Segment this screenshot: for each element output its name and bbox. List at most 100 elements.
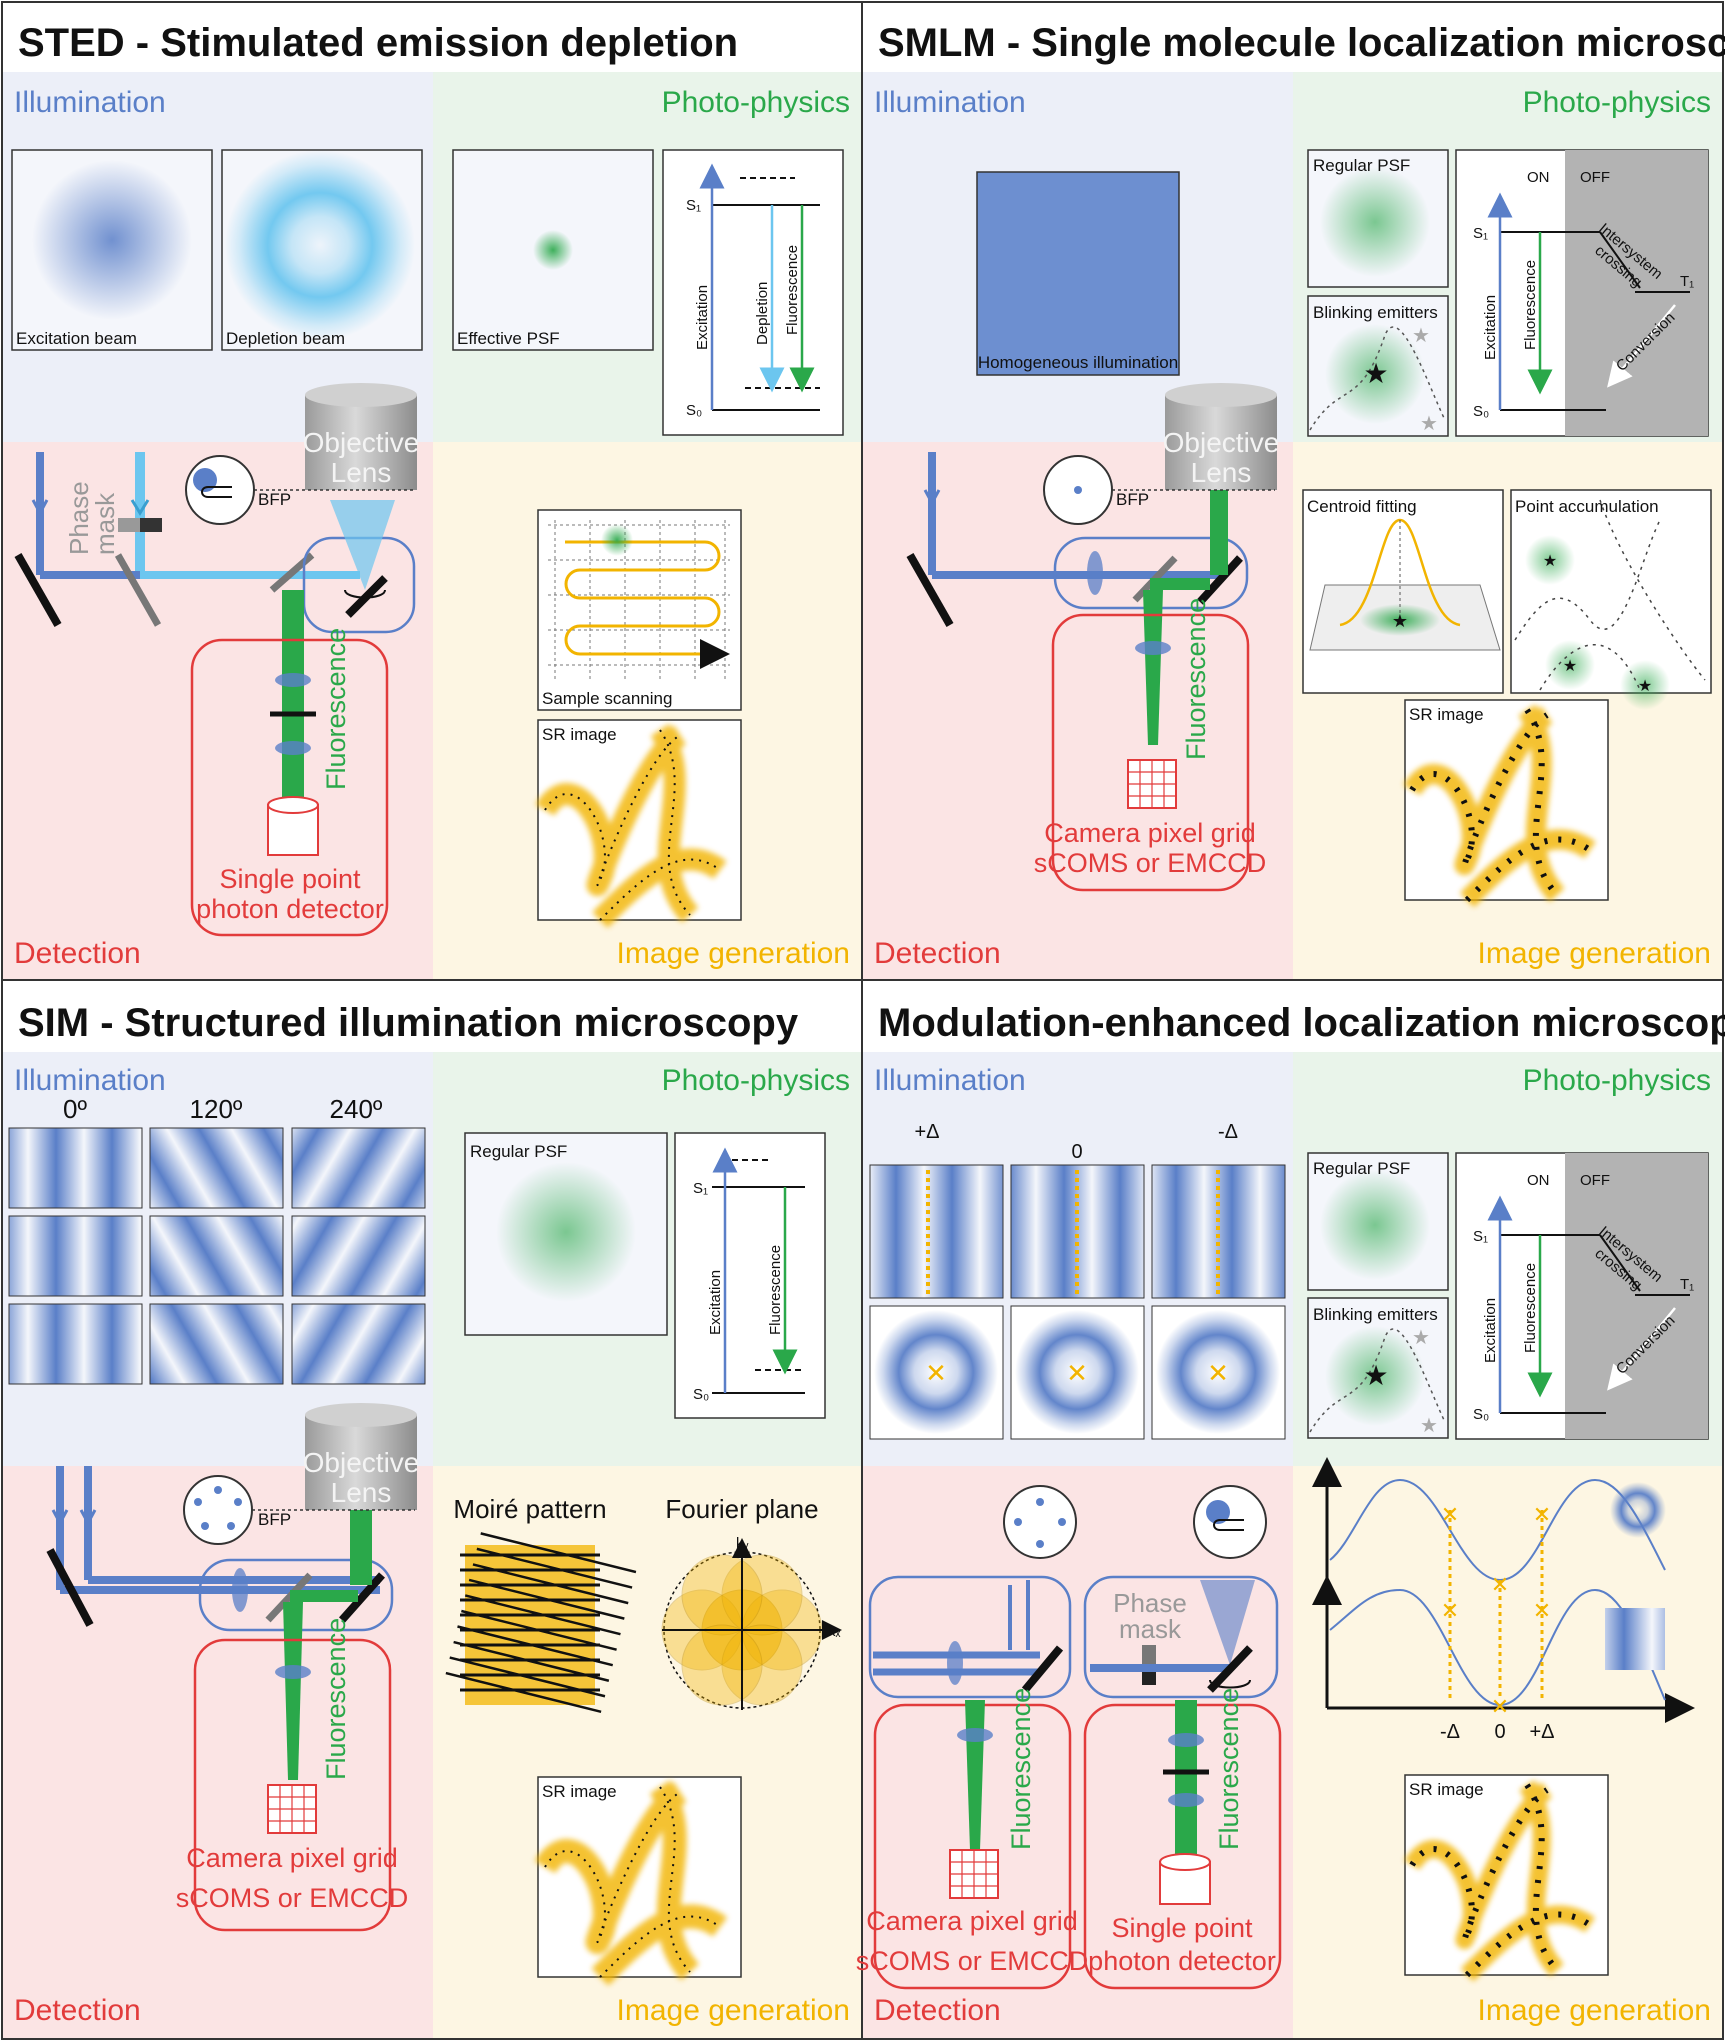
smlm-point-accumulation-box: ★ ★ ★ Point accumulation bbox=[1510, 489, 1712, 710]
meloc-photophysics-label: Photo-physics bbox=[1523, 1064, 1711, 1097]
sted-detection-label: Detection bbox=[14, 937, 141, 970]
sted-excitation-beam-box: Excitation beam bbox=[11, 149, 213, 351]
smlm-regular-psf-label: Regular PSF bbox=[1313, 156, 1410, 175]
sim-angle-240-label: 240º bbox=[330, 1094, 383, 1124]
meloc-detector-line2: photon detector bbox=[1088, 1946, 1276, 1976]
sim-illumination-label: Illumination bbox=[14, 1064, 166, 1097]
meloc-off-label: OFF bbox=[1580, 1172, 1610, 1189]
sim-sr-image-box: SR image bbox=[534, 1776, 742, 1986]
meloc-s0-label: S₀ bbox=[1473, 1406, 1489, 1423]
sted-bfp-icon: BFP bbox=[185, 455, 415, 525]
sted-mask-label: mask bbox=[90, 492, 120, 555]
meloc-donut-patterns: ✕ ✕ ✕ bbox=[869, 1305, 1286, 1440]
meloc-cross-icon: ✕ bbox=[1207, 1358, 1229, 1388]
meloc-t1-label: T₁ bbox=[1680, 1276, 1694, 1293]
meloc-modulation-plot: ✕ ✕ ✕ ✕ ✕ ✕ -Δ 0 +Δ bbox=[1312, 1457, 1695, 1743]
kx-label: kₓ bbox=[828, 1623, 841, 1640]
smlm-objective-label: Objective bbox=[1163, 427, 1280, 458]
meloc-s1-label: S₁ bbox=[1473, 1228, 1488, 1245]
sted-depletion-label: Depletion bbox=[754, 282, 771, 345]
smlm-fluorescence-label: Fluorescence bbox=[1522, 260, 1539, 350]
sted-objective-label: Objective bbox=[303, 427, 420, 458]
meloc-stripes-icon bbox=[1605, 1608, 1665, 1670]
sted-fluorescence-label: Fluorescence bbox=[784, 245, 801, 335]
sim-detection-label: Detection bbox=[14, 1994, 141, 2027]
smlm-s0-label: S₀ bbox=[1473, 403, 1489, 420]
sim-angle-120-label: 120º bbox=[190, 1094, 243, 1124]
meloc-bfp-spot-icon bbox=[1193, 1485, 1267, 1559]
smlm-homogeneous-illumination-box: Homogeneous illumination bbox=[976, 171, 1180, 376]
sted-sample-scanning-box: Sample scanning bbox=[537, 509, 742, 711]
panel-modulation-enhanced: Modulation-enhanced localization microsc… bbox=[856, 979, 1725, 2040]
sim-camera-line1: Camera pixel grid bbox=[186, 1843, 398, 1873]
meloc-plot-cross-icon: ✕ bbox=[1441, 1598, 1459, 1623]
sim-photophysics-label: Photo-physics bbox=[662, 1064, 850, 1097]
accumulation-star-icon: ★ bbox=[1638, 678, 1652, 695]
meloc-off-emitter-star-icon: ★ bbox=[1420, 1415, 1438, 1437]
smlm-objective-lens: Objective Lens bbox=[1163, 383, 1280, 490]
smlm-bfp-label: BFP bbox=[1116, 490, 1149, 509]
smlm-camera-pixel-grid-icon bbox=[1127, 759, 1177, 809]
sim-angle-0-label: 0º bbox=[63, 1094, 87, 1124]
meloc-illumination-label: Illumination bbox=[874, 1064, 1026, 1097]
sted-detector-line2: photon detector bbox=[196, 894, 384, 924]
smlm-sr-image-label: SR image bbox=[1409, 705, 1484, 724]
sim-sr-image-label: SR image bbox=[542, 1782, 617, 1801]
sted-effective-psf-box: Effective PSF bbox=[452, 149, 654, 351]
meloc-sr-image-label: SR image bbox=[1409, 1780, 1484, 1799]
sted-lens-label: Lens bbox=[331, 457, 392, 488]
meloc-fluorescence-camera-label: Fluorescence bbox=[1006, 1688, 1036, 1850]
smlm-fluorescence-beam-label: Fluorescence bbox=[1181, 598, 1211, 760]
sim-bfp-label: BFP bbox=[258, 1510, 291, 1529]
sim-s0-label: S₀ bbox=[693, 1386, 709, 1403]
smlm-photophysics-label: Photo-physics bbox=[1523, 86, 1711, 119]
sted-photophysics-label: Photo-physics bbox=[662, 86, 850, 119]
sted-objective-lens: Objective Lens bbox=[303, 383, 420, 490]
smlm-optical-path: Objective Lens BFP Fluorescence Camera p… bbox=[906, 383, 1280, 892]
meloc-title: Modulation-enhanced localization microsc… bbox=[878, 1001, 1725, 1045]
homogeneous-illumination-label: Homogeneous illumination bbox=[978, 353, 1178, 372]
sted-image-generation-label: Image generation bbox=[617, 937, 851, 970]
sim-camera-line2: sCOMS or EMCCD bbox=[176, 1883, 409, 1913]
smlm-illumination-label: Illumination bbox=[874, 86, 1026, 119]
meloc-plot-cross-icon: ✕ bbox=[1491, 1572, 1509, 1597]
moire-pattern-label: Moiré pattern bbox=[453, 1494, 606, 1524]
smlm-camera-line1: Camera pixel grid bbox=[1044, 818, 1256, 848]
smlm-excitation-label: Excitation bbox=[1482, 295, 1499, 360]
meloc-detection-bg bbox=[863, 1466, 1293, 2038]
smlm-sr-image-box: SR image bbox=[1403, 699, 1609, 908]
meloc-regular-psf-label: Regular PSF bbox=[1313, 1159, 1410, 1178]
smlm-on-label: ON bbox=[1527, 169, 1550, 186]
meloc-axis-minus-label: -Δ bbox=[1440, 1721, 1460, 1743]
meloc-cross-icon: ✕ bbox=[1066, 1358, 1088, 1388]
meloc-sr-image-box: SR image bbox=[1404, 1774, 1609, 1982]
fourier-plane-illustration: kᵧ kₓ bbox=[661, 1535, 842, 1710]
sim-excitation-label: Excitation bbox=[707, 1270, 724, 1335]
meloc-mask-label: mask bbox=[1119, 1614, 1182, 1644]
point-accumulation-label: Point accumulation bbox=[1515, 497, 1659, 516]
smlm-centroid-fitting-box: ★ Centroid fitting bbox=[1302, 489, 1504, 694]
meloc-detector-line1: Single point bbox=[1111, 1913, 1253, 1943]
panel-sim: SIM - Structured illumination microscopy… bbox=[1, 979, 863, 2040]
smlm-blinking-label: Blinking emitters bbox=[1313, 303, 1438, 322]
smlm-blinking-emitters-box: ★ ★ ★ Blinking emitters bbox=[1307, 295, 1449, 437]
sim-objective-label: Objective bbox=[303, 1447, 420, 1478]
meloc-regular-psf-box: Regular PSF bbox=[1307, 1152, 1449, 1291]
accumulation-star-icon: ★ bbox=[1543, 553, 1557, 570]
sted-sr-image-label: SR image bbox=[542, 725, 617, 744]
sim-regular-psf-label: Regular PSF bbox=[470, 1142, 567, 1161]
centroid-fitting-label: Centroid fitting bbox=[1307, 497, 1417, 516]
sample-scanning-label: Sample scanning bbox=[542, 689, 672, 708]
meloc-camera-line2: sCOMS or EMCCD bbox=[856, 1946, 1089, 1976]
meloc-donut-icon bbox=[1610, 1482, 1666, 1538]
meloc-bfp-dots-icon bbox=[1003, 1485, 1077, 1559]
sim-bfp-icon: BFP bbox=[183, 1475, 415, 1545]
smlm-emitter-star-icon: ★ bbox=[1363, 358, 1388, 389]
smlm-bfp-icon: BFP bbox=[1043, 455, 1275, 525]
sim-jablonski-diagram: S₁ S₀ Excitation Fluorescence bbox=[674, 1132, 826, 1419]
smlm-off-label: OFF bbox=[1580, 169, 1610, 186]
meloc-fluorescence-label: Fluorescence bbox=[1522, 1263, 1539, 1353]
sim-camera-pixel-grid-icon bbox=[267, 1784, 317, 1834]
meloc-single-point-detector-icon bbox=[1159, 1853, 1211, 1905]
sted-phase-label: Phase bbox=[64, 481, 94, 555]
